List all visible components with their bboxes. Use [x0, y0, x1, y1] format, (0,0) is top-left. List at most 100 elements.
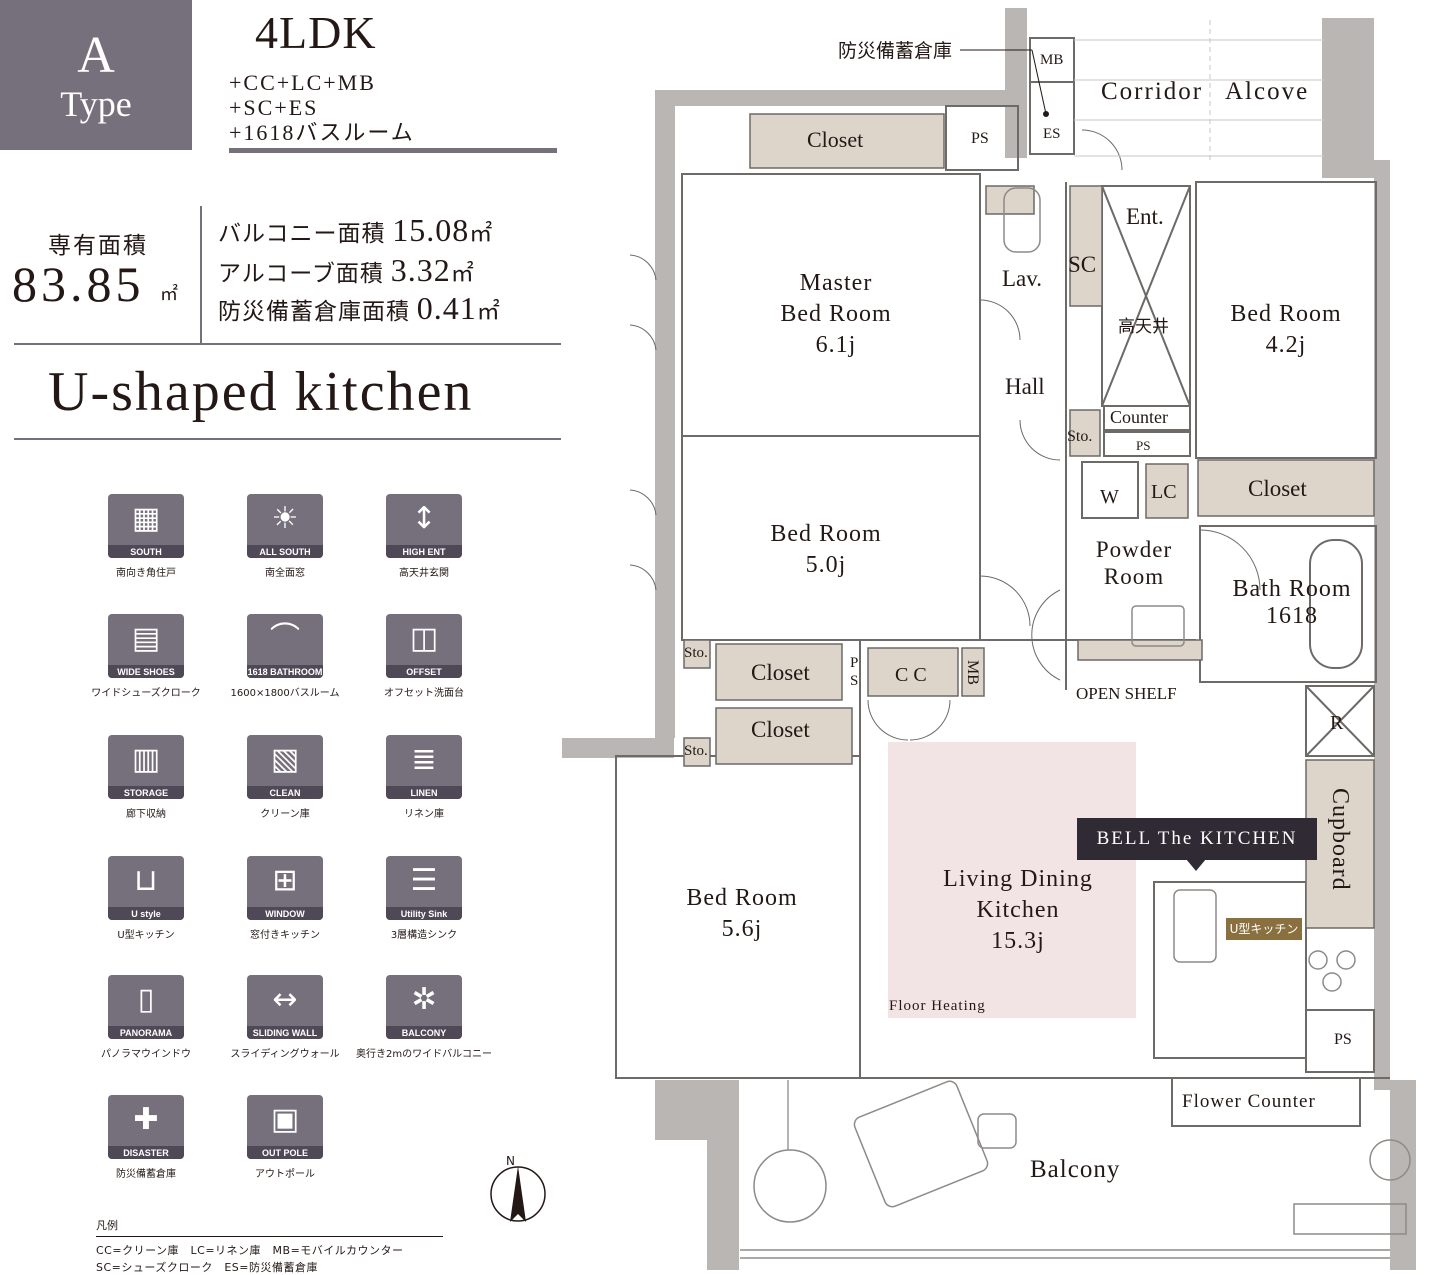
utility-sink-icon: ☰ — [410, 863, 438, 898]
out-pole-icon: ▣ — [270, 1102, 300, 1137]
feature-label: 防災備蓄倉庫 — [116, 1169, 176, 1180]
feature-label: スライディングウォール — [230, 1049, 340, 1060]
feature-label: リネン庫 — [404, 809, 444, 820]
area-unit: ㎡ — [160, 284, 178, 304]
sub-area-unit: ㎡ — [450, 261, 475, 286]
storage-blocks — [683, 113, 1375, 929]
legend-line: CC=クリーン庫 LC=リネン庫 MB=モバイルカウンター — [96, 1244, 404, 1257]
feature-label: オフセット洗面台 — [384, 688, 464, 699]
legend-rule — [96, 1236, 443, 1237]
sto-label: Sto. — [684, 743, 708, 759]
feature-label: パノラマウインドウ — [101, 1049, 191, 1060]
ps-label: PS — [1334, 1031, 1352, 1048]
refrigerator-label: R — [1330, 712, 1344, 734]
option-line: +CC+LC+MB — [229, 70, 376, 95]
disaster-storage-callout: 防災備蓄倉庫 — [838, 41, 953, 62]
feature-label: 窓付きキッチン — [250, 930, 320, 941]
feature-label: 南向き角住戸 — [116, 568, 176, 579]
floor-heating-label: Floor Heating — [889, 998, 986, 1014]
divider-rule — [14, 343, 561, 345]
furniture — [740, 187, 1411, 1259]
high-ceiling-label: 高天井 — [1118, 317, 1169, 336]
cc-label: C C — [895, 664, 927, 686]
door-swings — [629, 129, 1261, 1150]
area-divider — [200, 206, 202, 344]
sub-area-disaster-storage: 防災備蓄倉庫面積 0.41㎡ — [218, 290, 501, 327]
corridor-label: Corridor — [1101, 78, 1204, 105]
corridor-hex-pattern — [1074, 20, 1324, 160]
sub-area-value: 0.41 — [416, 290, 477, 326]
sub-area-alcove: アルコーブ面積 3.32㎡ — [218, 252, 475, 289]
north-icon: N — [506, 1154, 515, 1168]
option-line: +SC+ES — [229, 95, 319, 120]
feature-label: 奥行き2mのワイドバルコニー — [356, 1049, 492, 1060]
sub-area-value: 3.32 — [390, 252, 451, 288]
option-line: +1618バスルーム — [229, 120, 415, 145]
washer-label: W — [1100, 486, 1119, 508]
sub-area-value: 15.08 — [392, 212, 470, 248]
closet-label: Closet — [751, 660, 810, 685]
lc-label: LC — [1151, 481, 1177, 503]
sub-area-balcony: バルコニー面積 15.08㎡ — [218, 212, 493, 249]
feature-label: 南全面窓 — [265, 568, 305, 579]
counter-ps-label: PS — [1136, 438, 1151, 453]
panorama-window-icon: ▯ — [137, 982, 155, 1017]
feature-label: クリーン庫 — [260, 809, 310, 820]
all-south-window-icon: ☀ — [271, 501, 299, 536]
closet-label: Closet — [1248, 476, 1307, 501]
u-kitchen-badge: U型キッチン — [1226, 918, 1302, 940]
compass — [490, 1166, 546, 1222]
south-building-icon: ▦ — [131, 501, 161, 536]
closet-label: Closet — [751, 717, 810, 742]
mb-label: MB — [964, 660, 981, 685]
feature-label: 廊下収納 — [126, 809, 166, 820]
es-label: ES — [1043, 126, 1061, 142]
disaster-storage-icon: ✚ — [133, 1102, 159, 1137]
clean-storage-icon: ▧ — [270, 742, 300, 777]
wide-balcony-icon: ✲ — [411, 982, 437, 1017]
cupboard-label: Cupboard — [1327, 788, 1353, 891]
bell-kitchen-badge: BELL The KITCHEN — [1077, 818, 1317, 860]
option-rule — [229, 148, 557, 153]
balcony-label: Balcony — [1030, 1156, 1121, 1183]
legend-title: 凡例 — [96, 1219, 118, 1232]
type-badge: A Type — [0, 0, 192, 150]
entrance-label: Ent. — [1126, 204, 1164, 229]
linen-storage-icon: ≣ — [411, 742, 437, 777]
mb-label: MB — [1040, 52, 1064, 68]
interior-walls — [615, 37, 1390, 1127]
sto-label: Sto. — [684, 645, 708, 661]
layout-title: 4LDK — [255, 7, 377, 58]
bell-kitchen-pointer — [1186, 859, 1206, 871]
open-shelf-label: OPEN SHELF — [1076, 684, 1177, 703]
wide-shoes-icon: ▤ — [131, 621, 161, 656]
feature-label: アウトポール — [255, 1169, 315, 1180]
hall-label: Hall — [1005, 374, 1045, 399]
closet-label: Closet — [807, 127, 864, 152]
sub-area-unit: ㎡ — [476, 299, 501, 324]
area-label: 専有面積 — [48, 233, 148, 258]
callout-line — [1031, 49, 1047, 115]
window-kitchen-icon: ⊞ — [272, 863, 298, 898]
sc-label: SC — [1068, 252, 1097, 277]
sub-area-label: アルコーブ面積 — [218, 261, 384, 286]
u-style-kitchen-icon: ⊔ — [134, 863, 158, 898]
feature-label: ワイドシューズクローク — [91, 688, 201, 699]
storage-icon: ▥ — [131, 742, 161, 777]
sliding-wall-icon: ↔ — [272, 982, 298, 1017]
sto-label: Sto. — [1067, 428, 1093, 445]
type-letter: A — [77, 27, 115, 84]
alcove-label: Alcove — [1225, 78, 1310, 105]
ldk-floor-heating-area — [888, 742, 1136, 1018]
sub-area-label: バルコニー面積 — [218, 221, 386, 246]
counter-label: Counter — [1110, 407, 1168, 427]
flower-counter-label: Flower Counter — [1182, 1091, 1316, 1112]
sub-area-unit: ㎡ — [469, 221, 494, 246]
